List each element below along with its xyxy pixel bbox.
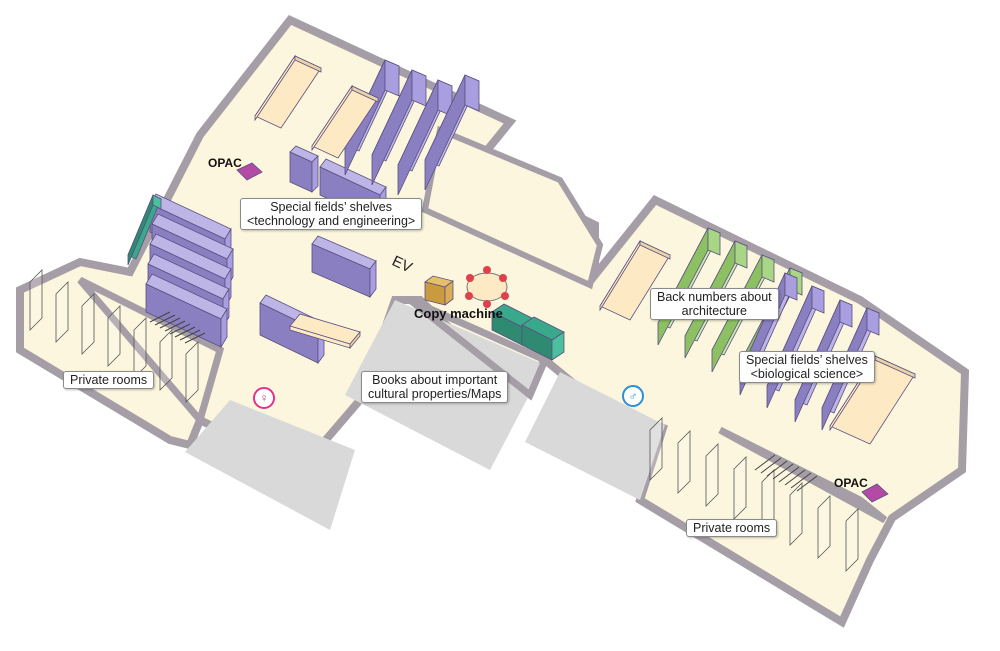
table-end [639, 240, 671, 260]
stairs [760, 457, 782, 474]
reading-room-center [421, 125, 604, 290]
stairs [164, 320, 186, 332]
private-room-left [159, 329, 173, 391]
stairs [184, 332, 206, 344]
shelf-biology-end [811, 285, 825, 314]
table-end [874, 355, 916, 379]
restroom-women-icon: ♀ [253, 387, 275, 409]
private-room-right [705, 443, 719, 507]
wall-left-rooms [77, 276, 225, 428]
bio-shelves-label: Special fields’ shelves <biological scie… [739, 351, 875, 383]
bio-shelves-subtitle: <biological science> [750, 367, 864, 381]
teal-shelf-end [152, 194, 162, 210]
shelf-tech-tall-end [464, 74, 480, 112]
table-end [349, 330, 361, 350]
table-end [351, 85, 379, 103]
shelf-tech-tall-end [411, 69, 427, 107]
chair [483, 300, 491, 308]
shelf-tech-tall-end [384, 59, 400, 97]
restroom-men-icon: ♂ [622, 385, 644, 407]
cultural-books-label: Books about important cultural propertie… [361, 371, 509, 403]
shelf-architecture-end [707, 227, 721, 256]
private-room-right [733, 456, 747, 520]
gray-room-right [525, 372, 665, 500]
cultural-books-title: Books about important [372, 373, 498, 387]
private-room-right [677, 430, 691, 494]
shelf-tech-end [369, 259, 377, 299]
shelf-tech-end [311, 155, 319, 193]
chair [465, 292, 473, 300]
gray-room-left [185, 400, 355, 530]
stairs [149, 311, 171, 323]
wall-right-rooms [718, 426, 888, 524]
private-rooms-label-right: Private rooms [686, 519, 778, 537]
wall-center [407, 296, 550, 401]
stairs [174, 326, 196, 338]
stairs [159, 317, 181, 329]
private-room-left [29, 269, 43, 331]
private-rooms-label-left: Private rooms [63, 371, 155, 389]
copy-machine-end [444, 280, 454, 306]
back-numbers-label: Back numbers about architecture [650, 288, 779, 320]
private-room-left [133, 317, 147, 379]
chair [483, 266, 491, 274]
stairs [778, 466, 800, 483]
shelf-biology-end [784, 272, 798, 301]
stairs [796, 475, 818, 492]
cultural-books-subtitle: cultural properties/Maps [368, 387, 502, 401]
chair [466, 274, 474, 282]
private-room-left [55, 281, 69, 343]
teal-shelf-end [551, 331, 565, 361]
opac-terminal-right [861, 483, 889, 503]
shelf-tech-end [220, 307, 228, 349]
stairs [766, 460, 788, 477]
chair [499, 274, 507, 282]
private-room-right [845, 508, 859, 572]
shelf-biology-end [839, 299, 853, 328]
private-room-left [185, 341, 199, 403]
private-room-left [107, 305, 121, 367]
tech-shelves-subtitle: <technology and engineering> [247, 214, 416, 228]
stairs [169, 323, 191, 335]
private-room-left [81, 293, 95, 355]
tech-shelves-label: Special fields’ shelves <technology and … [240, 198, 423, 230]
private-room-right [789, 482, 803, 546]
stairs [784, 469, 806, 486]
back-numbers-title: Back numbers about [657, 290, 772, 304]
back-numbers-subtitle: architecture [681, 304, 747, 318]
stairs [772, 463, 794, 480]
opac-terminal-left [236, 162, 263, 181]
table-end [294, 55, 322, 73]
opac-label-right: OPAC [834, 476, 868, 490]
opac-label-left: OPAC [208, 156, 242, 170]
stairs [179, 329, 201, 341]
copy-machine-label: Copy machine [414, 306, 503, 321]
stairs [754, 454, 776, 471]
stairs [154, 314, 176, 326]
stairs [790, 472, 812, 489]
bio-shelves-title: Special fields’ shelves [746, 353, 868, 367]
shelf-biology-end [866, 307, 880, 336]
tech-shelves-title: Special fields’ shelves [270, 200, 393, 214]
chair [501, 292, 509, 300]
private-room-right [817, 495, 831, 559]
private-room-right [649, 417, 663, 481]
shelf-architecture-end [734, 240, 748, 269]
shelf-architecture-end [761, 254, 775, 283]
